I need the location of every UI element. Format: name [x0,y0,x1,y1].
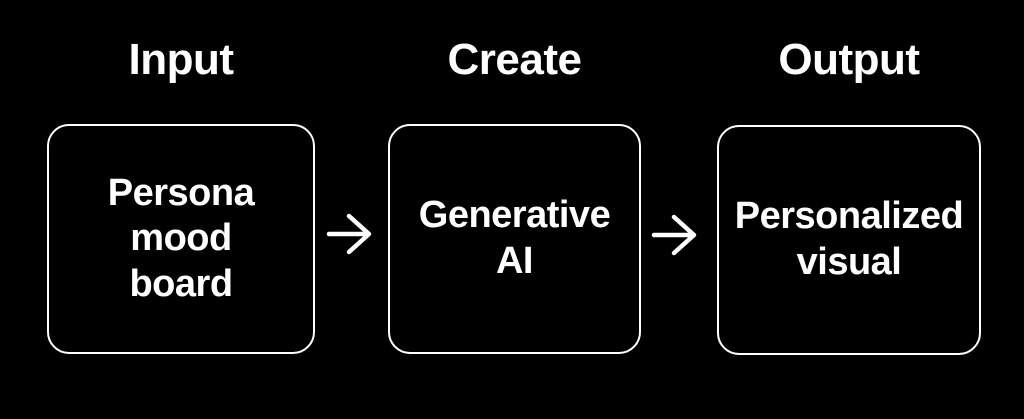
stage-box-text-output: Personalized visual [734,195,964,283]
stage-title-output: Output [778,35,920,84]
right-arrow-icon [326,212,374,256]
stage-box-text-create: Generative AI [418,194,611,282]
stage-box-create: Generative AI [388,124,641,354]
right-arrow-icon [651,213,699,257]
stage-title-create: Create [447,35,582,84]
stage-box-text-input: Persona mood board [107,171,255,305]
stage-box-input: Persona mood board [47,124,315,354]
stage-box-output: Personalized visual [717,125,981,355]
stage-title-input: Input [128,35,234,84]
